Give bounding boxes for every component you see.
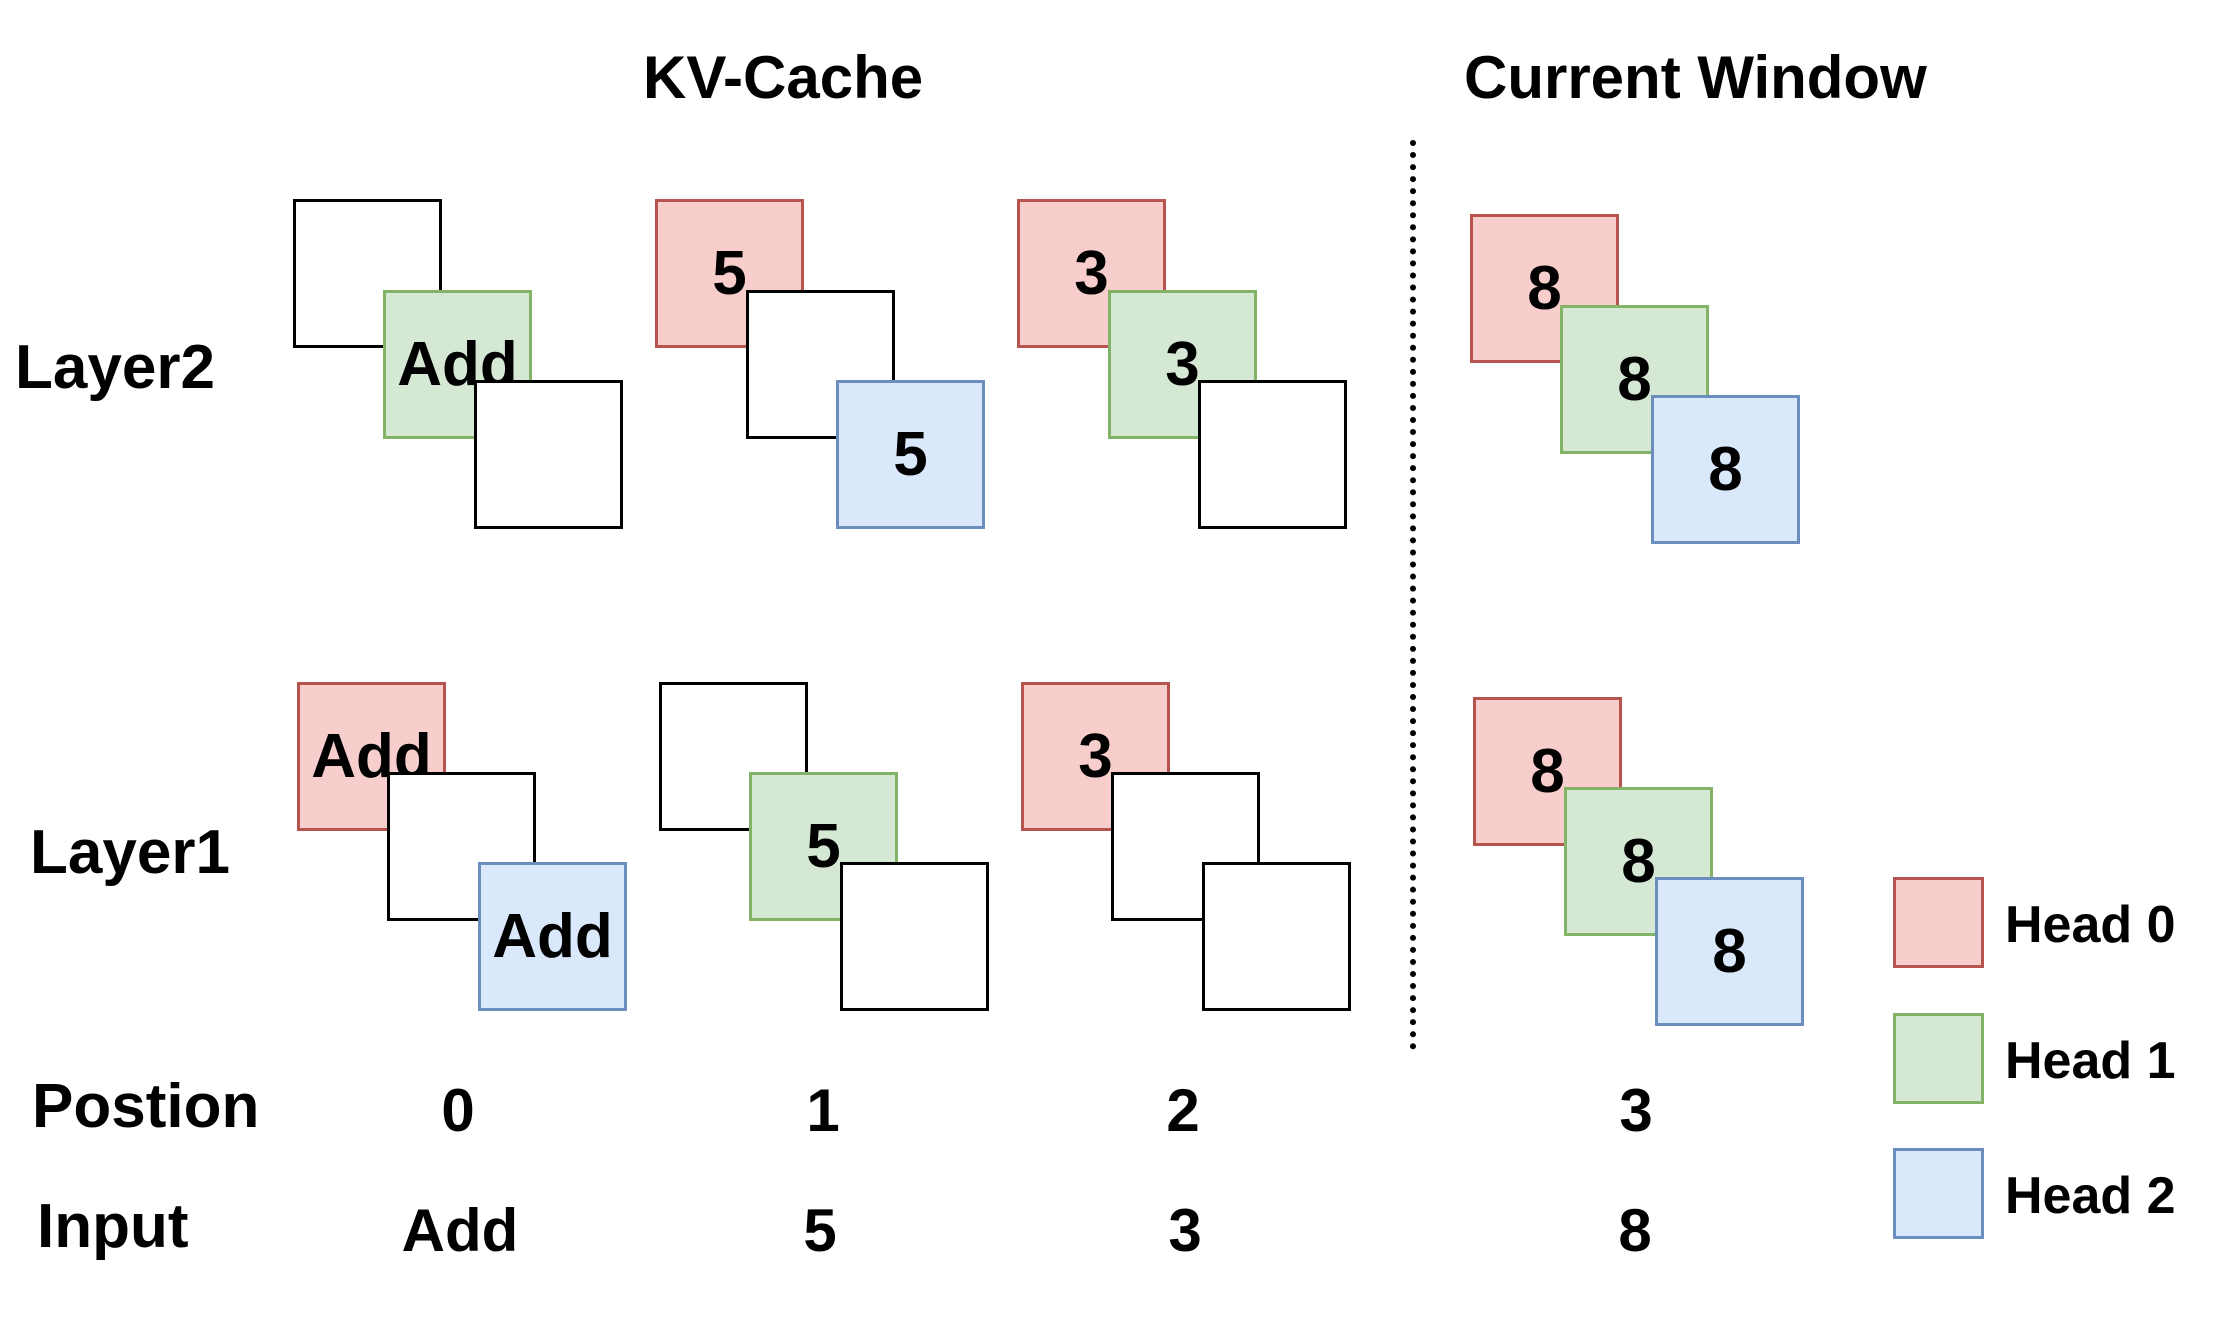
- window-divider: [1410, 140, 1416, 1050]
- position-value: 3: [1619, 1077, 1653, 1144]
- legend-swatch-head0: [1893, 877, 1984, 968]
- input-value: 5: [803, 1197, 837, 1264]
- current-window-title: Current Window: [1464, 44, 1927, 111]
- input-value: 8: [1618, 1197, 1652, 1264]
- layer2-pos0-head2: [474, 380, 623, 529]
- layer1-label: Layer1: [30, 818, 230, 887]
- legend-swatch-head1: [1893, 1013, 1984, 1104]
- position-value: 0: [441, 1077, 475, 1144]
- input-value: Add: [401, 1197, 519, 1264]
- layer2-pos0-head0: [293, 199, 442, 348]
- legend-label-head2: Head 2: [2005, 1167, 2176, 1225]
- layer1-pos3-head2: 8: [1655, 877, 1804, 1026]
- legend-label-head1: Head 1: [2005, 1032, 2176, 1090]
- layer1-pos2-head2: [1202, 862, 1351, 1011]
- position-label: Postion: [32, 1072, 260, 1141]
- legend-swatch-head2: [1893, 1148, 1984, 1239]
- layer2-pos1-head2: 5: [836, 380, 985, 529]
- layer2-pos3-head2: 8: [1651, 395, 1800, 544]
- position-value: 2: [1166, 1077, 1200, 1144]
- layer2-label: Layer2: [15, 333, 215, 402]
- kv-cache-title: KV-Cache: [643, 44, 924, 111]
- legend-label-head0: Head 0: [2005, 896, 2176, 954]
- layer1-pos0-head2: Add: [478, 862, 627, 1011]
- layer1-pos1-head2: [840, 862, 989, 1011]
- input-label: Input: [37, 1192, 189, 1261]
- position-value: 1: [806, 1077, 840, 1144]
- layer2-pos2-head2: [1198, 380, 1347, 529]
- input-value: 3: [1168, 1197, 1202, 1264]
- layer2-pos0-head1: Add: [383, 290, 532, 439]
